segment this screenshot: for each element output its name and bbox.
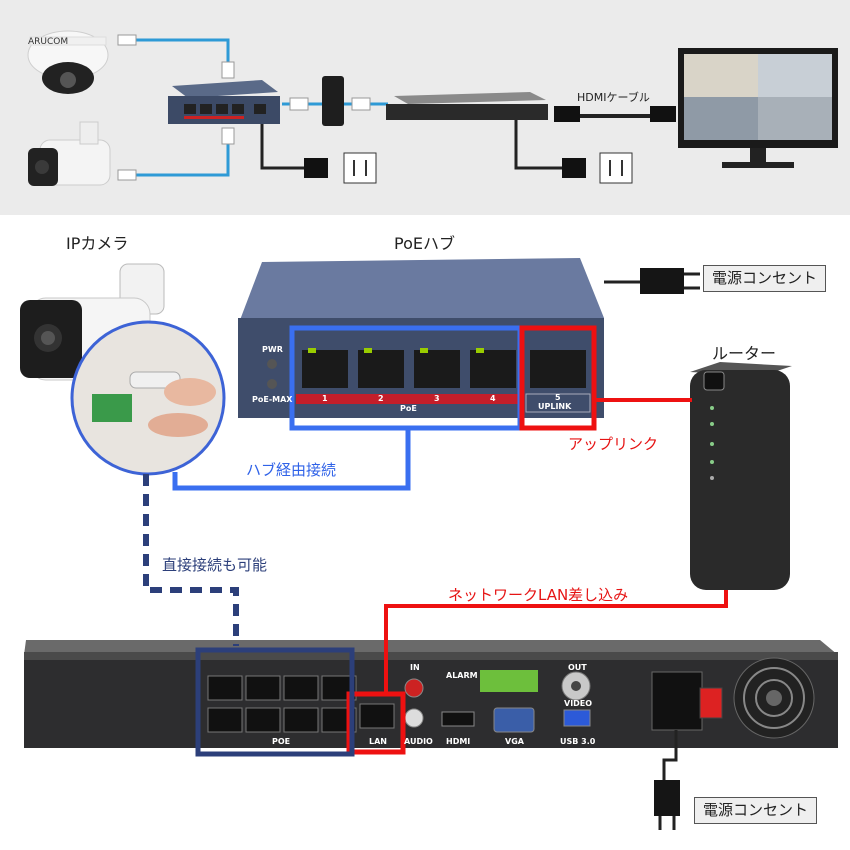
hub-pwr-label: PWR	[262, 345, 283, 354]
hub-uplink-port-number: 5	[555, 393, 561, 402]
small-hub-icon	[168, 80, 280, 124]
bullet-camera-icon	[28, 121, 111, 186]
hub-poe-text: PoE	[400, 404, 417, 413]
hub-uplink-text: UPLINK	[538, 402, 572, 411]
nvr-audio-text: AUDIO	[404, 737, 433, 746]
nvr-alarm-text: ALARM	[446, 671, 478, 680]
small-nvr-icon	[386, 92, 548, 120]
lan-link	[346, 590, 728, 755]
connector-closeup	[70, 320, 226, 476]
uplink-label: アップリンク	[568, 435, 659, 453]
hub-poe-max-label: PoE-MAX	[252, 395, 293, 404]
nvr-power-outlet-label: 電源コンセント	[694, 797, 818, 824]
lan-insert-label: ネットワークLAN差し込み	[448, 586, 629, 604]
nvr-video-text: VIDEO	[564, 699, 593, 708]
poe-hub-device	[238, 258, 604, 418]
router-device	[690, 362, 792, 590]
monitor-icon	[678, 48, 838, 168]
hub-power-outlet-label: 電源コンセント	[703, 265, 827, 292]
nvr-hdmi-text: HDMI	[446, 737, 471, 746]
direct-connection-label: 直接接続も可能	[162, 556, 268, 574]
nvr-poe-text: POE	[272, 737, 291, 746]
ip-camera-label: IPカメラ	[66, 234, 129, 253]
hub-port-number: 2	[378, 394, 384, 403]
uplink-link	[519, 325, 692, 431]
via-hub-label: ハブ経由接続	[246, 461, 337, 479]
nvr-vga-text: VGA	[505, 737, 524, 746]
nvr-out-text: OUT	[568, 663, 587, 672]
poe-hub-label: PoEハブ	[394, 234, 455, 253]
nvr-lan-text: LAN	[369, 737, 387, 746]
dome-camera-icon	[27, 30, 109, 94]
nvr-device	[24, 640, 838, 748]
small-router-icon	[322, 76, 344, 126]
hdmi-cable-label: HDMIケーブル	[577, 91, 650, 104]
nvr-in-text: IN	[410, 663, 420, 672]
camera-brand-label: ARUCOM	[28, 37, 69, 47]
hub-port-number: 4	[490, 394, 496, 403]
hub-port-number: 1	[322, 394, 328, 403]
router-label: ルーター	[712, 344, 777, 363]
direct-link	[143, 474, 355, 757]
hub-port-number: 3	[434, 394, 440, 403]
nvr-usb-text: USB 3.0	[560, 737, 596, 746]
